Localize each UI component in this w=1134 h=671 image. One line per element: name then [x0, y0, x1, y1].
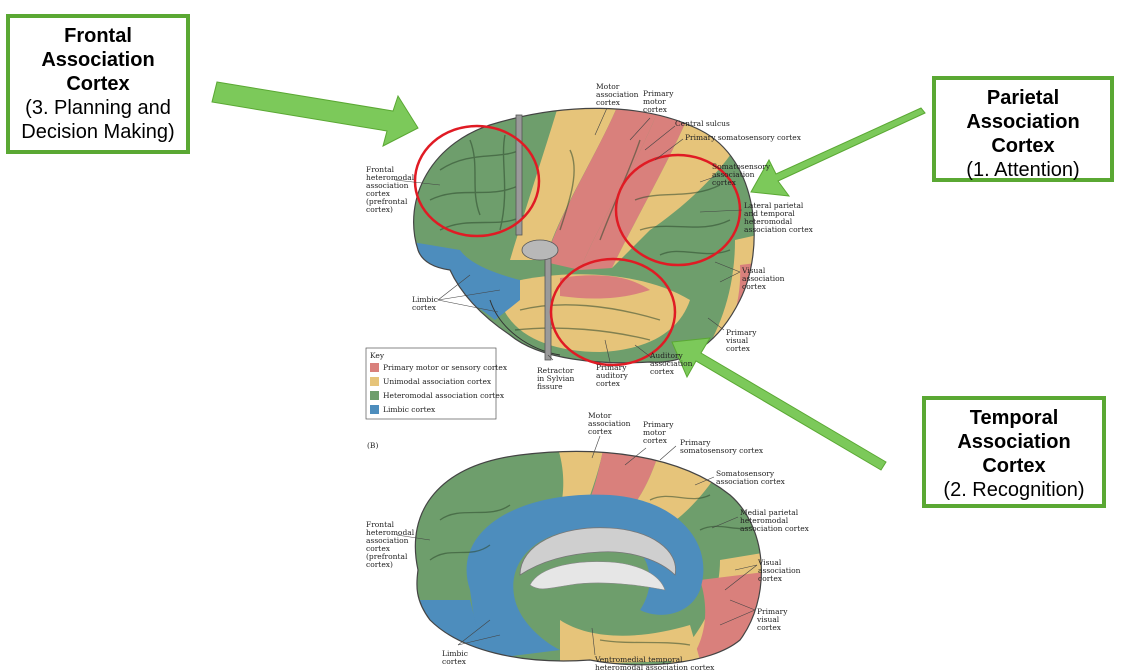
- label-primary-somato: Primary somatosensory cortex: [685, 133, 802, 142]
- parietal-title-3: Cortex: [991, 135, 1055, 157]
- parietal-title-1: Parietal: [986, 87, 1060, 109]
- parietal-arrow: [750, 107, 926, 197]
- key-swatch-heteromodal: [370, 391, 379, 400]
- lateral-primary-auditory-region: [560, 275, 650, 299]
- frontal-title-2: Association: [41, 49, 155, 71]
- frontal-sub-2: Decision Making): [21, 121, 175, 143]
- frontal-title-1: Frontal: [64, 25, 132, 47]
- lateral-primary-motor-region: [545, 108, 660, 270]
- parietal-title-2: Association: [966, 111, 1080, 133]
- key-swatch-unimodal: [370, 377, 379, 386]
- key-item-primary: Primary motor or sensory cortex: [383, 363, 508, 372]
- temporal-title-3: Cortex: [982, 455, 1046, 477]
- key-swatch-primary: [370, 363, 379, 372]
- frontal-arrow: [211, 81, 419, 147]
- key-item-heteromodal: Heteromodal association cortex: [383, 391, 505, 400]
- frontal-sub-1: (3. Planning and: [25, 97, 171, 119]
- legend-key: Key Primary motor or sensory cortex Unim…: [365, 347, 508, 420]
- medial-leader-lines: [396, 435, 758, 656]
- temporal-arrow: [671, 337, 887, 471]
- medial-gyri: [429, 494, 756, 646]
- frontal-title-3: Cortex: [66, 73, 130, 95]
- corpus-callosum: [519, 527, 676, 576]
- panel-b-label: (B): [367, 441, 378, 450]
- key-item-limbic: Limbic cortex: [383, 405, 436, 414]
- temporal-callout: Temporal Association Cortex (2. Recognit…: [922, 396, 1106, 508]
- frontal-callout: Frontal Association Cortex (3. Planning …: [6, 14, 190, 154]
- key-title: Key: [370, 351, 385, 360]
- retractor-upper: [515, 114, 523, 236]
- temporal-title-2: Association: [957, 431, 1071, 453]
- lateral-primary-somato-region: [580, 108, 690, 270]
- key-item-unimodal: Unimodal association cortex: [383, 377, 492, 386]
- temporal-highlight-circle: [549, 257, 677, 367]
- lateral-motor-assoc-region: [510, 108, 620, 260]
- key-swatch-limbic: [370, 405, 379, 414]
- lateral-gyri: [429, 134, 731, 341]
- temporal-title-1: Temporal: [969, 407, 1059, 429]
- label-central-sulcus: Central sulcus: [675, 119, 730, 128]
- temporal-sub-1: (2. Recognition): [943, 479, 1085, 501]
- lateral-brain: [413, 107, 755, 364]
- parietal-callout: Parietal Association Cortex (1. Attentio…: [932, 76, 1114, 182]
- arrows: [211, 81, 926, 471]
- frontal-highlight-circle: [413, 124, 541, 238]
- parietal-sub-1: (1. Attention): [966, 159, 1080, 181]
- retractor-lower: [544, 249, 552, 361]
- lateral-leader-lines: [394, 107, 743, 363]
